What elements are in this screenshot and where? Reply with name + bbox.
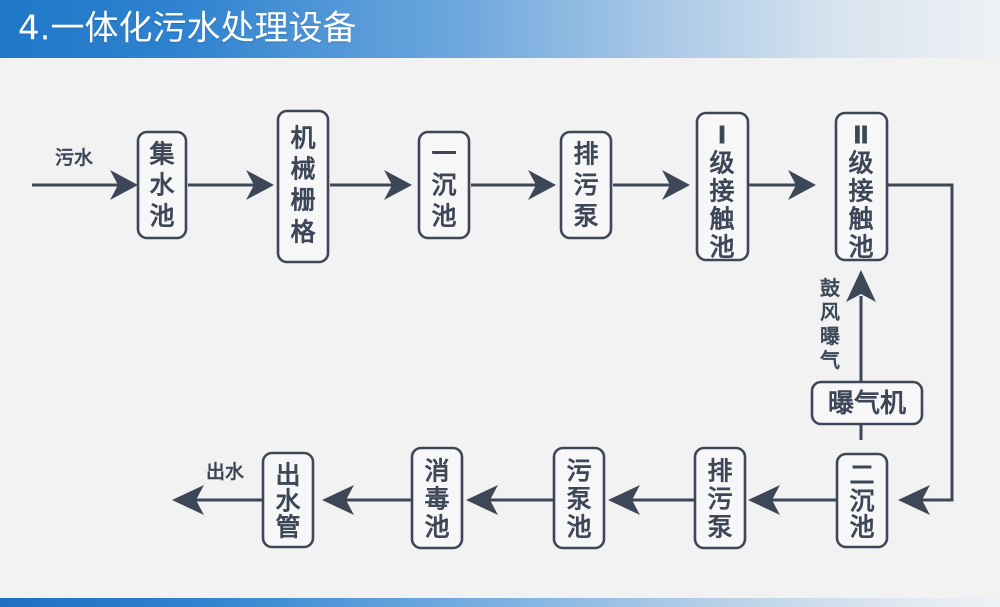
edge-jiechuchi1-to-jiechuchi2 — [749, 170, 816, 200]
node-jixieshange-char-1: 械 — [290, 155, 315, 184]
node-wubengchi[interactable]: 污 泵 池 — [552, 446, 606, 550]
edge-paiwubeng1-to-jiechuchi1 — [613, 170, 690, 200]
node-jiechuchi-1[interactable]: Ⅰ 级 接 触 池 — [695, 111, 750, 262]
node-xiaoduchi-char-2: 池 — [424, 513, 449, 542]
node-paiwubeng-top[interactable]: 排 污 泵 — [559, 130, 613, 240]
node-yichenchi-char-0: 一 — [431, 140, 456, 169]
node-jishuichi-char-0: 集 — [148, 140, 175, 169]
node-jishuichi-char-1: 水 — [149, 171, 175, 200]
edge-paiwubeng2-to-wubengchi — [608, 485, 696, 515]
edge-jiechuchi2-to-erchenchi — [887, 183, 954, 515]
node-jixieshange-char-3: 格 — [290, 218, 316, 247]
edge-label-aeration-char-3: 气 — [819, 348, 840, 372]
node-chushuiguan-char-0: 出 — [275, 461, 300, 490]
edge-label-outlet: 出水 — [206, 460, 245, 483]
node-jiechuchi-2-char-1: 级 — [848, 149, 873, 178]
node-jiechuchi-1-char-1: 级 — [709, 149, 734, 178]
node-xiaoduchi-char-1: 毒 — [424, 485, 449, 514]
node-yichenchi-char-1: 沉 — [431, 171, 456, 200]
node-yichenchi[interactable]: 一 沉 池 — [417, 130, 471, 240]
node-erchenchi-char-2: 池 — [849, 513, 874, 542]
node-puqiji[interactable]: 曝气机 — [810, 380, 924, 426]
node-paiwubeng-bottom-char-0: 排 — [707, 457, 732, 486]
node-jiechuchi-2-char-2: 接 — [848, 177, 873, 206]
node-paiwubeng-top-char-2: 泵 — [573, 202, 598, 231]
node-wubengchi-char-0: 污 — [566, 457, 591, 486]
edge-yichenchi-to-paiwubeng1 — [471, 170, 556, 200]
node-jiechuchi-2-char-4: 池 — [848, 233, 873, 262]
edge-label-aeration-char-1: 风 — [820, 300, 840, 324]
edge-inlet-to-jishuichi: 污水 — [32, 147, 138, 200]
node-jixieshange-char-2: 栅 — [290, 186, 315, 215]
node-xiaoduchi[interactable]: 消 毒 池 — [410, 446, 464, 550]
node-puqiji-label: 曝气机 — [828, 388, 906, 419]
node-jixieshange-char-0: 机 — [290, 124, 315, 153]
node-jishuichi[interactable]: 集 水 池 — [136, 130, 188, 240]
node-jiechuchi-2-char-3: 触 — [848, 205, 873, 234]
edge-jishuichi-to-jixieshange — [188, 170, 274, 200]
edge-jixieshange-to-yichenchi — [330, 170, 412, 200]
node-chushuiguan[interactable]: 出 水 管 — [261, 451, 315, 549]
node-jiechuchi-1-char-3: 触 — [709, 205, 734, 234]
node-jixieshange[interactable]: 机 械 栅 格 — [276, 109, 330, 264]
node-jiechuchi-1-char-2: 接 — [709, 177, 734, 206]
edge-xiaoduchi-to-chushuiguan — [322, 485, 412, 515]
node-paiwubeng-bottom-char-2: 泵 — [707, 513, 732, 542]
node-paiwubeng-bottom-char-1: 污 — [707, 485, 732, 514]
edge-erchenchi-to-paiwubeng2 — [748, 485, 836, 515]
node-chushuiguan-char-2: 管 — [275, 513, 300, 542]
edge-label-inlet: 污水 — [55, 147, 94, 169]
node-chushuiguan-char-1: 水 — [275, 487, 301, 516]
node-xiaoduchi-char-0: 消 — [424, 457, 449, 486]
node-erchenchi-char-1: 沉 — [849, 487, 874, 516]
slide-header-bar: 4.一体化污水处理设备 — [0, 0, 1000, 58]
node-jishuichi-char-2: 池 — [149, 202, 174, 231]
node-paiwubeng-top-char-1: 污 — [573, 171, 598, 200]
node-wubengchi-char-2: 池 — [566, 513, 591, 542]
node-jiechuchi-1-char-0: Ⅰ — [717, 121, 726, 150]
edge-label-aeration-char-2: 曝 — [820, 324, 840, 348]
node-jiechuchi-2-char-0: Ⅱ — [853, 121, 869, 150]
node-paiwubeng-top-char-0: 排 — [573, 140, 598, 169]
slide-footer-bar — [0, 598, 1000, 607]
node-jiechuchi-2[interactable]: Ⅱ 级 接 触 池 — [834, 111, 889, 262]
page-title: 4.一体化污水处理设备 — [18, 8, 357, 49]
edge-wubengchi-to-xiaoduchi — [466, 485, 555, 515]
node-erchenchi[interactable]: 二 沉 池 — [835, 452, 889, 549]
process-flow-diagram: 污水 集 水 池 机 — [32, 109, 954, 550]
node-yichenchi-char-2: 池 — [431, 202, 456, 231]
node-jiechuchi-1-char-4: 池 — [709, 233, 734, 262]
edge-chushuiguan-to-outlet: 出水 — [172, 460, 262, 515]
edge-label-aeration-char-0: 鼓 — [820, 276, 841, 300]
node-wubengchi-char-1: 泵 — [566, 485, 591, 514]
node-erchenchi-char-0: 二 — [849, 461, 874, 490]
node-paiwubeng-bottom[interactable]: 排 污 泵 — [693, 446, 747, 550]
